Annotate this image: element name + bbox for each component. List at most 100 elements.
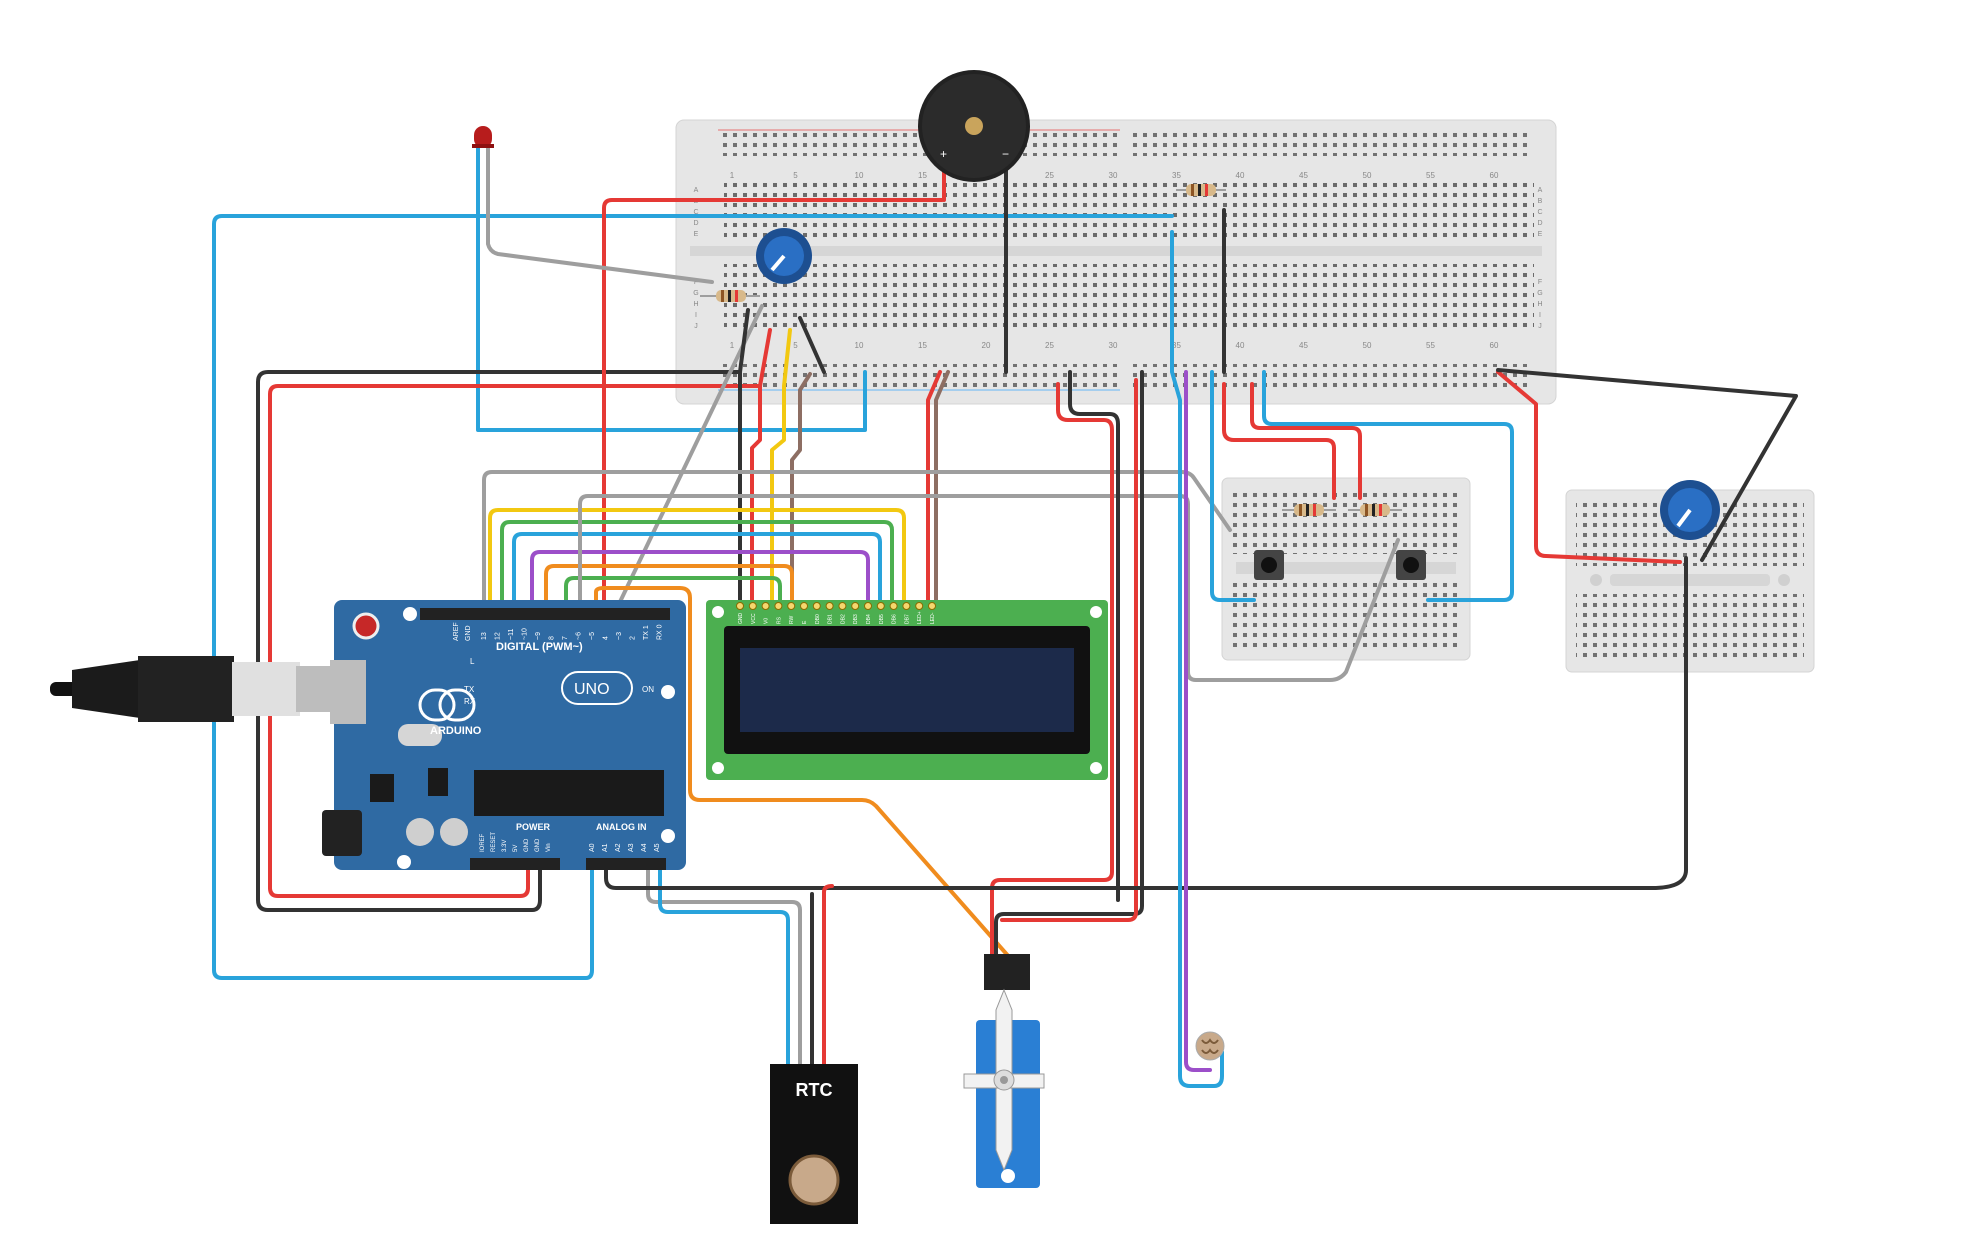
digital-header bbox=[420, 608, 670, 620]
digital-pin-label: 4 bbox=[603, 636, 610, 640]
lcd-pin-label: LED- bbox=[930, 612, 936, 624]
power-pin-label: IOREF bbox=[480, 833, 486, 852]
wire-black-pot-2 bbox=[798, 316, 826, 374]
power-pin-label: 5V bbox=[513, 845, 519, 852]
wire-black-pot bbox=[738, 308, 750, 608]
column-number-top: 60 bbox=[1490, 171, 1499, 180]
column-number-top: 1 bbox=[730, 171, 735, 180]
analog-pin-label: A5 bbox=[654, 843, 661, 852]
lcd-pin-label: DB0 bbox=[815, 614, 821, 624]
power-pin-label: GND bbox=[524, 838, 530, 852]
small-breadboard-buttons bbox=[1221, 477, 1471, 661]
wire-gray-led bbox=[486, 146, 714, 284]
column-number-bottom: 35 bbox=[1172, 341, 1181, 350]
row-letter-left: I bbox=[695, 312, 697, 319]
l-label: L bbox=[470, 657, 475, 666]
lcd-pin bbox=[812, 602, 821, 610]
analog-pin-label: A4 bbox=[641, 843, 648, 852]
lcd-pin-label: DB5 bbox=[879, 614, 885, 624]
wire-black-pot2 bbox=[1496, 368, 1798, 562]
row-letter-left: H bbox=[693, 301, 698, 308]
wire-red-5v-loop bbox=[268, 384, 762, 898]
wire-red-rtc bbox=[822, 884, 834, 1066]
wire-blue-ldr bbox=[1170, 230, 1224, 1088]
push-button-1 bbox=[1254, 550, 1284, 580]
buzzer-plus-sign: + bbox=[940, 147, 947, 161]
wire-yellow-lcd bbox=[770, 328, 792, 608]
wire-gray-pot bbox=[616, 304, 764, 608]
lcd-pin bbox=[876, 602, 885, 610]
lcd-pin-label: RS bbox=[776, 616, 782, 624]
digital-pin-label: 7 bbox=[562, 636, 569, 640]
lcd-pin-label: DB1 bbox=[828, 614, 834, 624]
column-number-top: 5 bbox=[793, 171, 798, 180]
digital-label: DIGITAL (PWM~) bbox=[496, 641, 583, 653]
wire-orange-servo bbox=[594, 586, 1012, 960]
digital-pin-label: TX 1 bbox=[643, 625, 650, 640]
analog-pin-label: A0 bbox=[589, 843, 596, 852]
column-number-top: 30 bbox=[1109, 171, 1118, 180]
column-number-bottom: 1 bbox=[730, 341, 735, 350]
lcd-pin bbox=[864, 602, 872, 610]
tx-label: TX bbox=[464, 685, 475, 694]
row-letter-right: B bbox=[1538, 198, 1543, 205]
terminal-strip-bottom bbox=[724, 264, 1534, 330]
arduino-model: UNO bbox=[574, 681, 610, 698]
column-number-bottom: 10 bbox=[855, 341, 864, 350]
wire-black-servo bbox=[1068, 370, 1120, 902]
wire-red-servo-2 bbox=[1000, 378, 1138, 922]
column-number-bottom: 20 bbox=[982, 341, 991, 350]
wire-red-pot bbox=[750, 328, 772, 608]
lcd-pin-label: RW bbox=[789, 615, 795, 624]
column-number-top: 45 bbox=[1299, 171, 1308, 180]
column-number-bottom: 30 bbox=[1109, 341, 1118, 350]
column-number-bottom: 60 bbox=[1490, 341, 1499, 350]
wire-gray-bundle bbox=[482, 470, 1232, 608]
wire-green-bundle-2 bbox=[564, 576, 782, 608]
column-number-top: 25 bbox=[1045, 171, 1054, 180]
wire-orange-bundle bbox=[544, 564, 794, 608]
lcd-pin bbox=[774, 602, 783, 610]
lcd-pin-label: DB7 bbox=[904, 614, 910, 624]
wire-blue-bundle bbox=[512, 532, 882, 608]
power-pin-label: GND bbox=[535, 838, 541, 852]
lcd-pin bbox=[902, 602, 911, 610]
power-pin-label: Vin bbox=[546, 843, 552, 852]
row-letter-right: I bbox=[1539, 312, 1541, 319]
wire-yellow-bundle bbox=[488, 508, 906, 608]
column-number-bottom: 25 bbox=[1045, 341, 1054, 350]
resistor-2 bbox=[1176, 184, 1226, 196]
lcd-pin bbox=[761, 602, 770, 610]
row-letter-left: D bbox=[693, 220, 698, 227]
digital-pin-label: 12 bbox=[495, 632, 502, 640]
power-header bbox=[470, 858, 560, 870]
digital-pin-label: 13 bbox=[481, 632, 488, 640]
wire-red-pot2 bbox=[1496, 370, 1682, 564]
column-number-top: 40 bbox=[1236, 171, 1245, 180]
column-number-bottom: 40 bbox=[1236, 341, 1245, 350]
column-number-top: 55 bbox=[1426, 171, 1435, 180]
column-number-bottom: 45 bbox=[1299, 341, 1308, 350]
power-pin-label: RESET bbox=[491, 832, 497, 852]
arduino-uno-board: DIGITAL (PWM~) ARDUINO ARDUINO UNO ON L … bbox=[322, 600, 686, 870]
lcd-pin-label: DB3 bbox=[853, 614, 859, 624]
wire-black-servo-2 bbox=[994, 370, 1144, 960]
wire-purple-ldr bbox=[1184, 370, 1212, 1072]
lcd-pin bbox=[825, 602, 834, 610]
wire-red-top bbox=[602, 198, 944, 608]
lcd-pin-label: DB4 bbox=[866, 614, 872, 624]
row-letter-left: E bbox=[694, 231, 699, 238]
row-letter-left: C bbox=[693, 209, 698, 216]
digital-pin-label: ~10 bbox=[522, 628, 529, 640]
row-letter-right: E bbox=[1538, 231, 1543, 238]
row-letter-right: A bbox=[1538, 187, 1543, 194]
lcd-pin-label: E bbox=[802, 620, 808, 624]
piezo-buzzer: + − bbox=[918, 70, 1030, 182]
resistor-3 bbox=[1282, 504, 1336, 516]
digital-pin-label: RX 0 bbox=[657, 624, 664, 640]
